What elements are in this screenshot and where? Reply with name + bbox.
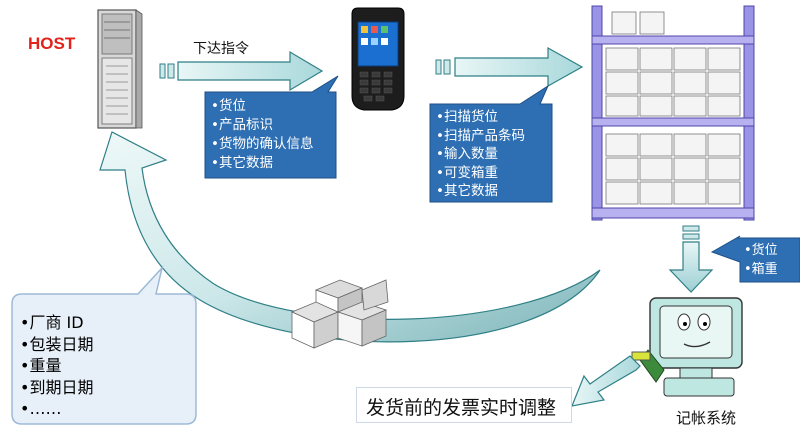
callout-vendor-item: •…… — [20, 399, 62, 418]
accounting-system-label: 记帐系统 — [676, 409, 737, 427]
callout-device-item: •货位 — [211, 98, 246, 114]
callout-scan-item: •扫描产品条码 — [436, 127, 525, 144]
accounting-computer-icon — [631, 297, 743, 397]
warehouse-rack-icon — [591, 5, 755, 221]
callout-weight-item: •货位 — [744, 243, 778, 258]
callout-device-item: •产品标识 — [211, 117, 273, 133]
callout-vendor-item: •到期日期 — [20, 377, 94, 397]
stacked-boxes-icon — [290, 279, 389, 349]
command-label: 下达指令 — [193, 41, 249, 57]
callout-vendor-list: •厂商 ID •包装日期 •重量 •到期日期 •…… — [20, 312, 93, 420]
callout-device-item: •货物的确认信息 — [211, 136, 314, 152]
callout-scan-item: •扫描货位 — [436, 109, 498, 125]
host-label: HOST — [28, 34, 76, 53]
callout-device-list: •货位 •产品标识 •货物的确认信息 •其它数据 — [211, 97, 313, 173]
callout-vendor-item: •厂商 ID — [20, 313, 84, 332]
callout-device-item: •其它数据 — [211, 155, 273, 171]
callout-device-shape — [204, 75, 339, 179]
invoice-adjust-label: 发货前的发票实时调整 — [366, 397, 557, 419]
arrow-rack-to-system — [668, 225, 714, 293]
callout-weight-shape — [710, 235, 800, 283]
callout-vendor-shape — [11, 265, 197, 425]
arrow-system-to-invoice — [571, 355, 641, 407]
callout-scan-item: •输入数量 — [436, 146, 498, 162]
callout-scan-item: •其它数据 — [436, 183, 498, 199]
host-server-icon — [97, 9, 143, 129]
callout-scan-item: •可变箱重 — [436, 164, 498, 181]
callout-scan-list: •扫描货位 •扫描产品条码 •输入数量 •可变箱重 •其它数据 — [436, 108, 525, 201]
callout-scan-shape — [429, 84, 553, 203]
arrow-host-to-device — [159, 50, 324, 92]
callout-vendor-item: •包装日期 — [20, 334, 94, 354]
invoice-adjust-box — [356, 387, 572, 423]
callout-weight-item: •箱重 — [744, 262, 778, 277]
callout-weight-list: •货位 •箱重 — [744, 241, 778, 279]
callout-vendor-item: •重量 — [20, 356, 62, 375]
handheld-terminal-icon — [351, 7, 405, 111]
arrow-device-to-rack — [435, 46, 584, 88]
